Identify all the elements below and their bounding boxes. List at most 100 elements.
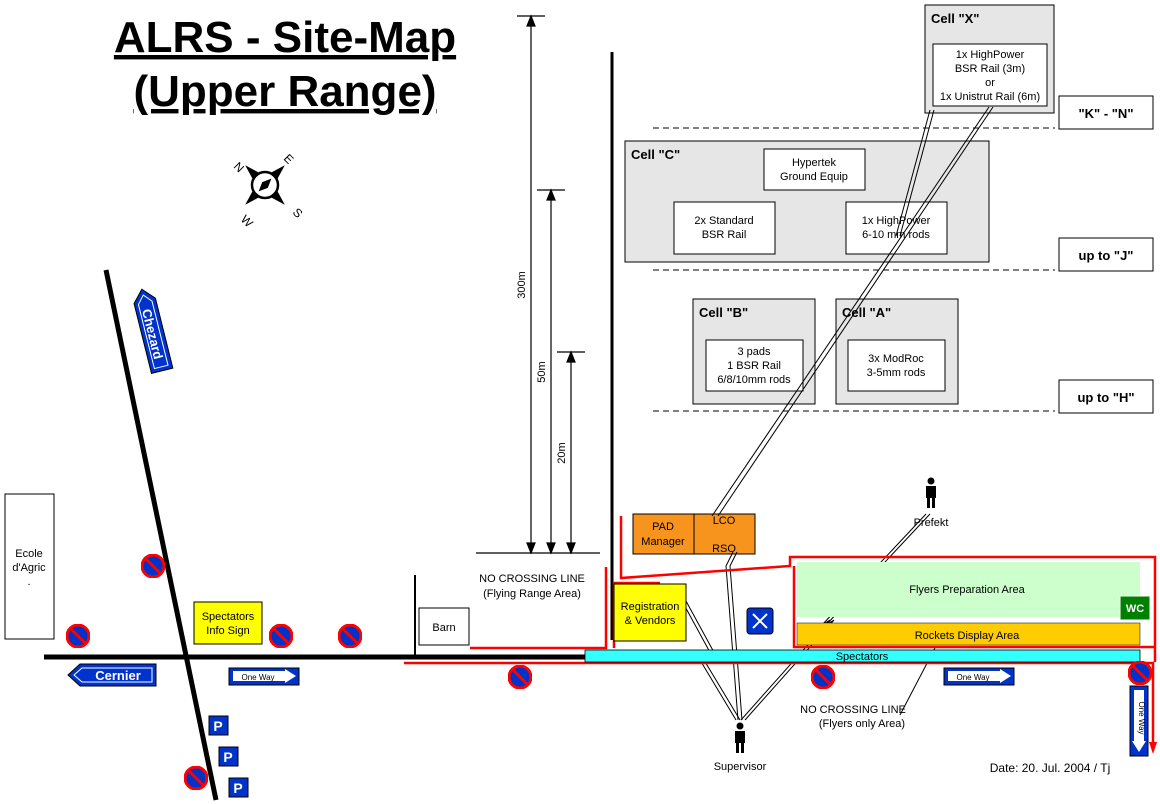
spectators-info-sign: Spectators Info Sign [193,601,263,645]
barn: Barn [418,607,470,646]
no-parking-icon [508,665,532,689]
svg-text:Rockets Display Area: Rockets Display Area [915,630,1020,642]
parking-sign-icon: P [208,715,229,736]
cell-c: Cell "C" Hypertek Ground Equip 2x Standa… [624,140,990,263]
roads [44,269,585,801]
svg-text:2x Standard: 2x Standard [694,215,753,227]
map-title-line2: (Upper Range) [133,67,436,116]
svg-text:Manager: Manager [641,536,685,548]
svg-text:Spectators: Spectators [202,611,255,623]
svg-text:1x HighPower: 1x HighPower [956,49,1025,61]
cell-b: Cell "B" 3 pads 1 BSR Rail 6/8/10mm rods [692,298,816,405]
distance-300m: 300m [516,271,528,299]
lco-rso-box: LCO RSO [693,513,756,555]
arrow-down-icon [1149,742,1157,754]
range-dashed-lines [653,127,1055,412]
svg-text:Flyers Preparation Area: Flyers Preparation Area [909,584,1025,596]
no-parking-icon [811,665,835,689]
rockets-display-area: Rockets Display Area [796,622,1141,646]
no-crossing-note-1-sub: (Flying Range Area) [483,588,581,600]
compass-rose-icon [245,165,285,205]
no-crossing-lines [404,516,1157,750]
svg-text:Hypertek: Hypertek [792,157,837,169]
ecole-dagric-building: Ecole d'Agric . [4,493,55,640]
rso-label: RSO [712,543,736,555]
svg-text:"K" - "N": "K" - "N" [1079,106,1134,121]
no-parking-icon [269,624,293,648]
svg-text:PAD: PAD [652,521,674,533]
compass-w: W [238,212,256,230]
svg-text:P: P [233,780,242,796]
one-way-sign-vertical: One Way [1129,685,1149,757]
cell-x: Cell "X" 1x HighPower BSR Rail (3m) or 1… [924,4,1055,114]
map-title-line1: ALRS - Site-Map [114,13,456,62]
pad-manager-box: PAD Manager [632,513,695,555]
parking-sign-icon: P [218,746,239,767]
one-way-sign: One Way [228,667,300,686]
lco-label: LCO [713,515,736,527]
svg-text:P: P [223,749,232,765]
svg-text:Info Sign: Info Sign [206,625,249,637]
compass-s: S [290,205,306,221]
svg-text:One Way: One Way [241,673,274,682]
distance-50m: 50m [536,361,548,382]
cell-a-title: Cell "A" [842,305,891,320]
svg-text:Barn: Barn [432,622,455,634]
no-crossing-note-2: NO CROSSING LINE [800,704,906,716]
svg-text:d'Agric: d'Agric [12,562,46,574]
svg-text:.: . [27,576,30,588]
svg-text:One Way: One Way [956,673,989,682]
svg-text:P: P [213,718,222,734]
svg-text:or: or [985,77,995,89]
registration-vendors: Registration & Vendors [613,583,687,642]
svg-text:Cernier: Cernier [95,668,141,683]
compass-e: E [281,151,297,167]
flyers-preparation-area: Flyers Preparation Area [797,562,1140,617]
prefekt-label: Prefekt [914,517,949,529]
svg-text:WC: WC [1126,603,1144,615]
svg-text:Registration: Registration [621,601,680,613]
cell-x-title: Cell "X" [931,11,979,26]
food-icon [746,607,774,635]
compass-n: N [231,159,247,175]
svg-text:3-5mm rods: 3-5mm rods [867,367,926,379]
cernier-direction-sign: Cernier [67,663,157,687]
cell-c-title: Cell "C" [631,147,680,162]
cell-a: Cell "A" 3x ModRoc 3-5mm rods [835,298,959,405]
no-parking-icon [338,624,362,648]
parking-sign-icon: P [228,777,249,798]
distance-20m: 20m [556,442,568,463]
no-parking-icon [141,554,165,578]
chezard-direction-sign: Chezard [133,288,174,375]
supervisor-person-icon [735,722,745,753]
svg-text:& Vendors: & Vendors [625,615,676,627]
no-parking-icon [184,766,208,790]
svg-text:One Way: One Way [1137,701,1146,734]
svg-text:Ecole: Ecole [15,548,43,560]
date-note: Date: 20. Jul. 2004 / Tj [990,761,1111,775]
range-label-h: up to "H" [1058,379,1154,414]
range-label-kn: "K" - "N" [1058,95,1154,130]
wc-icon: WC [1119,595,1151,621]
svg-text:up to "J": up to "J" [1079,248,1134,263]
svg-text:BSR Rail: BSR Rail [702,229,747,241]
svg-text:3x ModRoc: 3x ModRoc [868,353,924,365]
distance-markers [476,14,600,555]
svg-text:Ground Equip: Ground Equip [780,171,848,183]
svg-text:3 pads: 3 pads [737,346,771,358]
range-label-j: up to "J" [1058,237,1154,272]
one-way-sign: One Way [943,667,1015,686]
no-crossing-note-1: NO CROSSING LINE [479,573,585,585]
supervisor-label: Supervisor [714,761,767,773]
svg-text:BSR Rail (3m): BSR Rail (3m) [955,63,1025,75]
no-parking-icon [66,624,90,648]
svg-text:6/8/10mm rods: 6/8/10mm rods [717,374,791,386]
cell-b-title: Cell "B" [699,305,748,320]
svg-text:1x Unistrut Rail (6m): 1x Unistrut Rail (6m) [940,91,1040,103]
svg-text:1 BSR Rail: 1 BSR Rail [727,360,781,372]
spectators-area: Spectators [584,649,1141,663]
svg-text:up to "H": up to "H" [1077,390,1134,405]
no-crossing-note-2-sub: (Flyers only Area) [819,718,905,730]
svg-text:1x HighPower: 1x HighPower [862,215,931,227]
